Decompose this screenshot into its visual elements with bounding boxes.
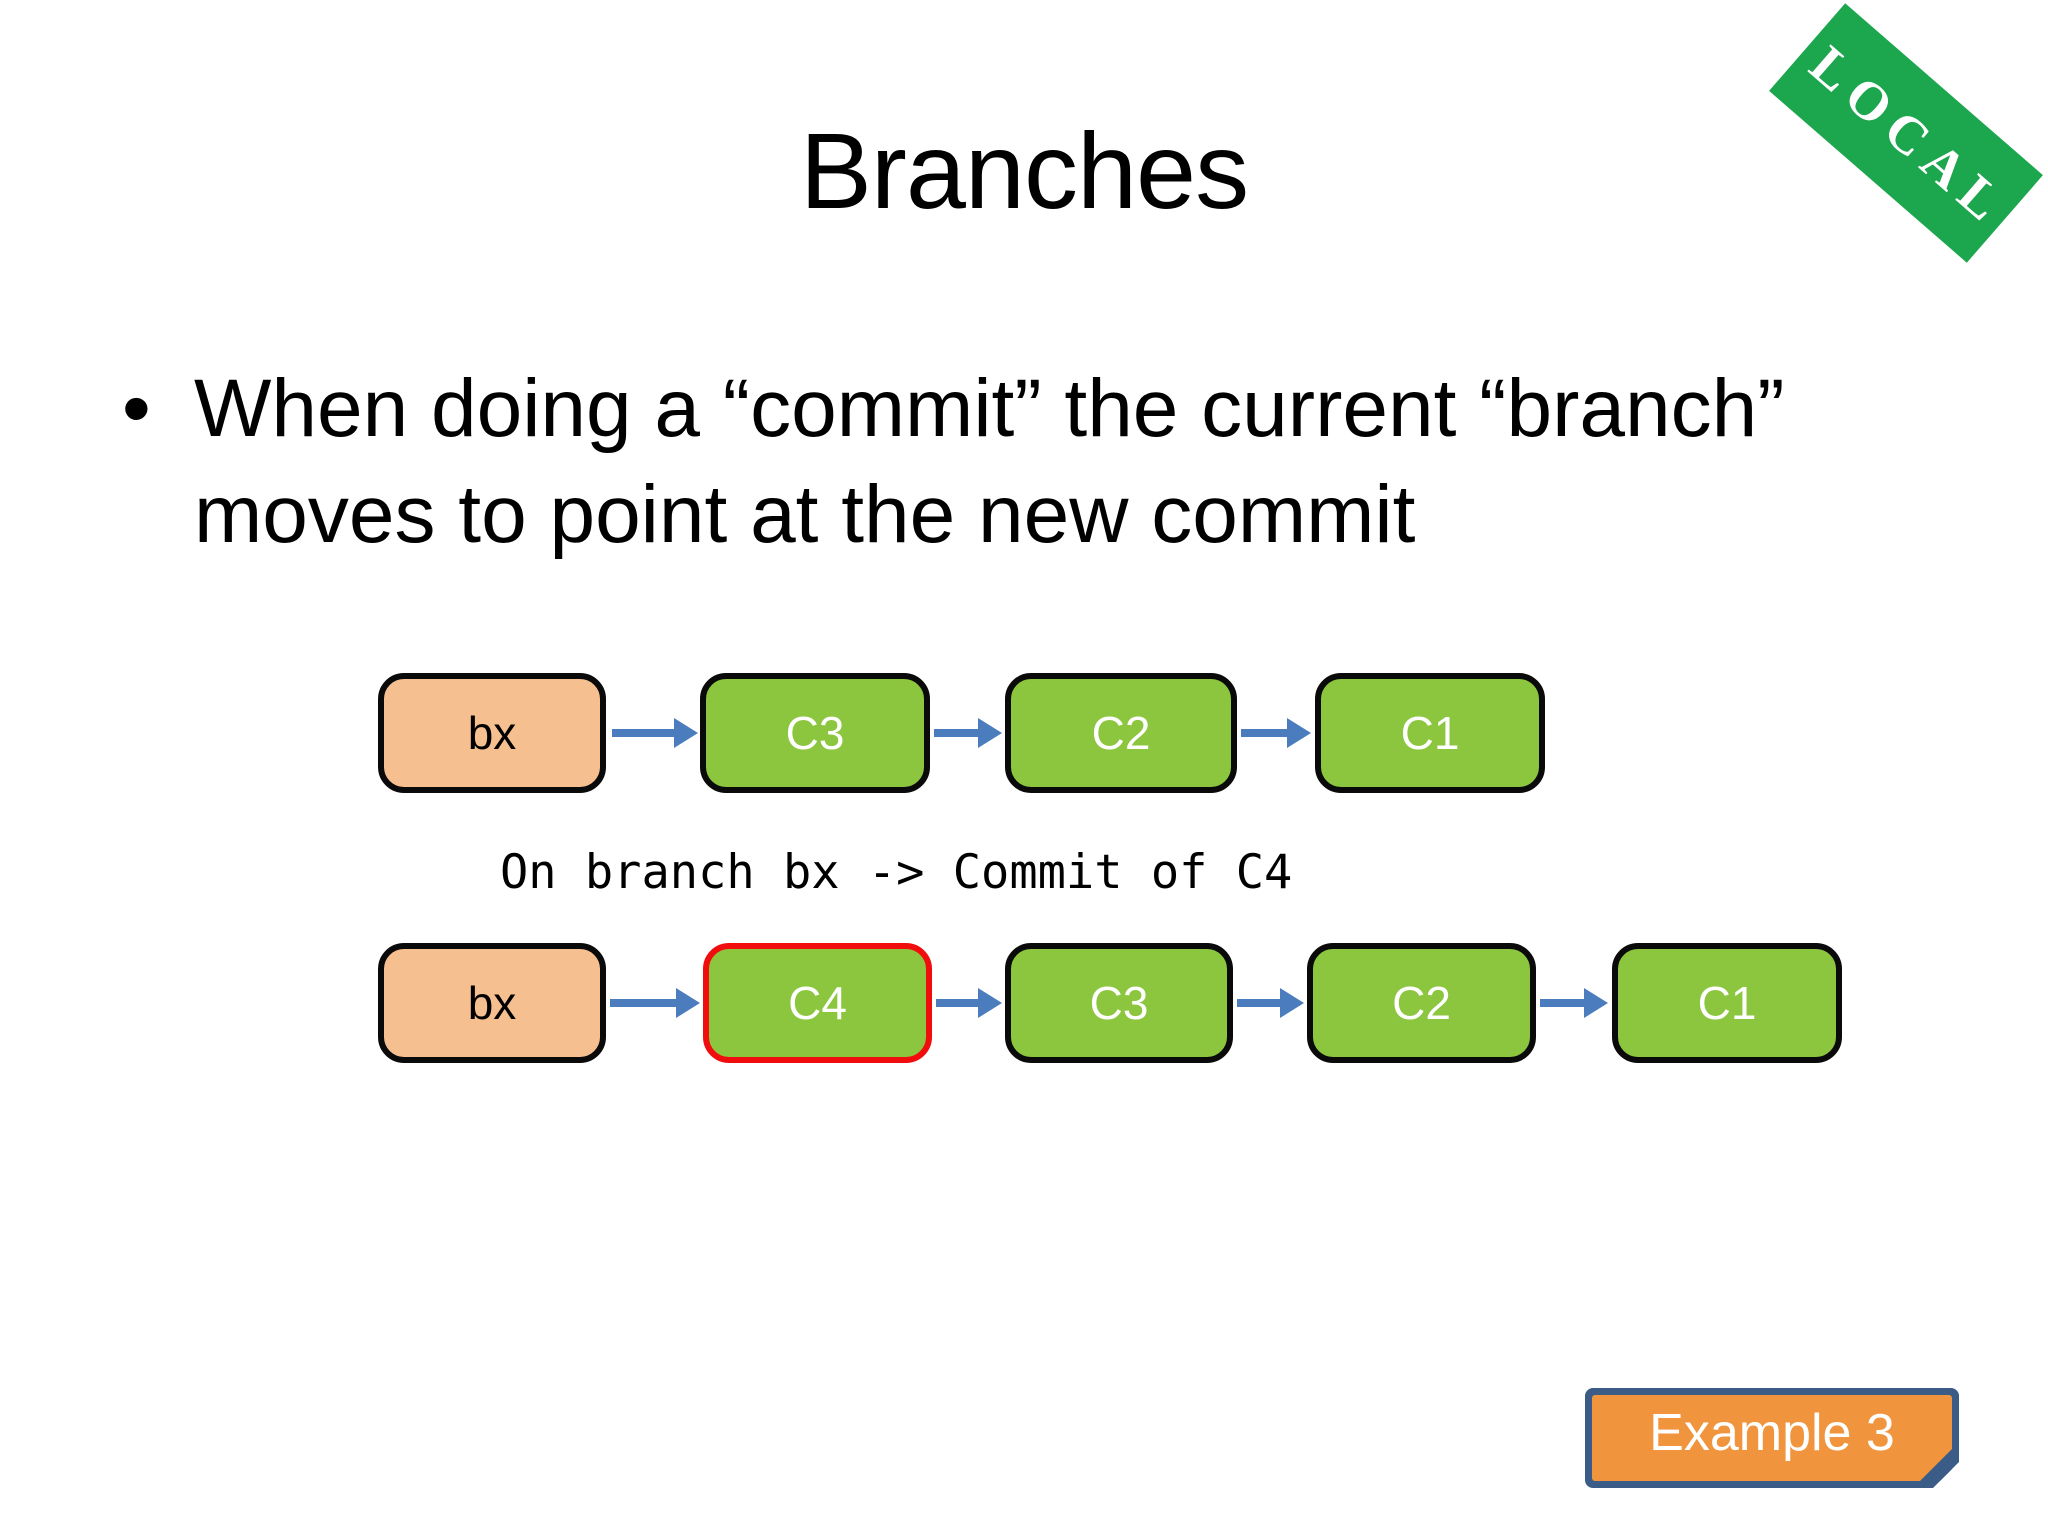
arrow-icon: [610, 988, 700, 1018]
commit-node-c1-before: C1: [1315, 673, 1545, 793]
commit-node-c3-after: C3: [1005, 943, 1233, 1063]
bullet-item: • When doing a “commit” the current “bra…: [122, 356, 1785, 568]
example-button[interactable]: Example 3: [1585, 1388, 1959, 1488]
bullet-line-1: When doing a “commit” the current “branc…: [194, 363, 1785, 454]
arrow-icon: [936, 988, 1002, 1018]
commit-node-c3-before: C3: [700, 673, 930, 793]
example-button-face: [1592, 1395, 1952, 1481]
bullet-text: When doing a “commit” the current “branc…: [194, 356, 1785, 568]
branch-node-bx-before: bx: [378, 673, 606, 793]
branch-node-bx-after: bx: [378, 943, 606, 1063]
arrow-icon: [1237, 988, 1304, 1018]
arrow-icon: [934, 718, 1002, 748]
arrow-icon: [1241, 718, 1311, 748]
bullet-line-2: moves to point at the new commit: [194, 469, 1416, 560]
commit-node-c2-before: C2: [1005, 673, 1237, 793]
commit-node-c2-after: C2: [1307, 943, 1536, 1063]
bullet-marker: •: [122, 363, 151, 454]
arrow-icon: [612, 718, 698, 748]
example-button-label: Example 3: [1649, 1404, 1895, 1462]
transition-caption: On branch bx -> Commit of C4: [500, 845, 1293, 900]
commit-node-c4-new: C4: [703, 943, 932, 1063]
slide-title: Branches: [799, 110, 1249, 231]
arrow-icon: [1540, 988, 1608, 1018]
commit-node-c1-after: C1: [1612, 943, 1842, 1063]
